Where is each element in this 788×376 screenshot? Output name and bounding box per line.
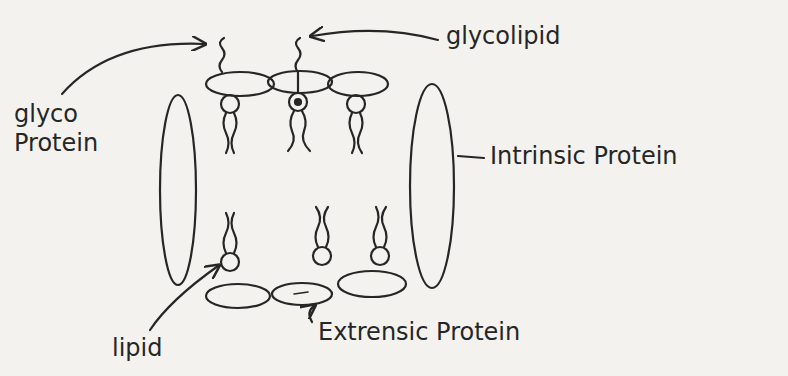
part-label: glycolipid [446, 22, 560, 51]
extrinsic-protein [268, 71, 332, 93]
extrinsic-protein [272, 283, 332, 305]
lipid-head [371, 247, 389, 265]
leader-arrow [309, 306, 314, 322]
part-label: Extrensic Protein [318, 318, 520, 347]
lipid-head-dot [295, 99, 301, 105]
part-label: glyco Protein [14, 100, 124, 158]
lipid-head [221, 95, 239, 113]
extrinsic-protein [338, 271, 406, 297]
lipid-head [313, 247, 331, 265]
intrinsic-protein [410, 84, 454, 288]
glycolipid-chain [296, 38, 301, 92]
protein-mark [294, 292, 308, 294]
lipid-head [289, 93, 307, 111]
leader-line [458, 156, 484, 158]
part-label: lipid [112, 334, 162, 363]
lipid-tail [224, 113, 237, 153]
intrinsic-protein [160, 95, 196, 285]
lipid-head [347, 95, 365, 113]
lipid-tail [288, 111, 310, 151]
lipid-tail [350, 113, 363, 153]
extrinsic-protein [328, 72, 388, 96]
extrinsic-protein [206, 284, 270, 308]
lipid-tail [316, 207, 329, 247]
extrinsic-protein [206, 72, 274, 96]
part-label: Intrinsic Protein [490, 142, 678, 171]
glycoprotein-chain [220, 38, 225, 72]
leader-arrow [312, 31, 438, 40]
lipid-head [221, 253, 239, 271]
lipid-tail [374, 207, 387, 247]
leader-arrow [150, 266, 218, 330]
lipid-tail [224, 213, 237, 253]
leader-arrow [62, 44, 204, 94]
